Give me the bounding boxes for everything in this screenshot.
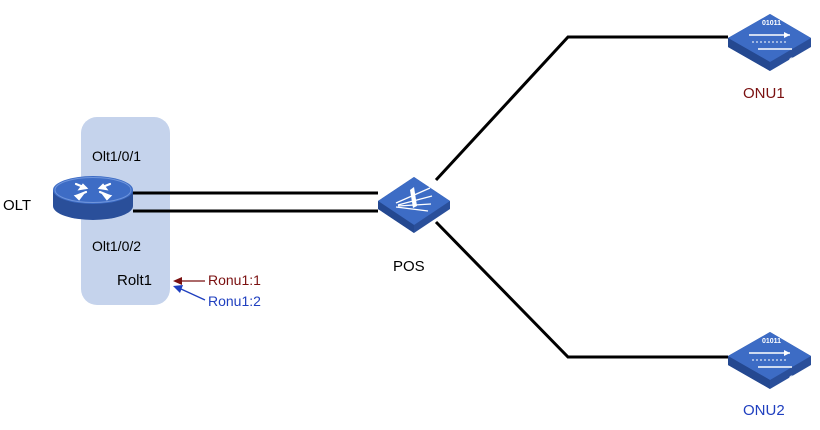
pos-label: POS <box>393 258 425 275</box>
ronu1-2-label: Ronu1:2 <box>208 293 261 309</box>
onu2-icon: 01011 ONU <box>728 332 811 389</box>
onu1-icon: 01011 ONU <box>728 14 811 71</box>
onu1-badge-tag: ONU <box>789 58 803 64</box>
link-pos-to-onu2 <box>434 220 728 359</box>
onu1-badge-text: 01011 <box>762 20 781 27</box>
olt-router-icon <box>53 176 133 220</box>
link-pos-to-onu1 <box>434 35 728 182</box>
ronu1-1-label: Ronu1:1 <box>208 272 261 288</box>
onu2-badge-text: 01011 <box>762 338 781 345</box>
pos-splitter-icon <box>378 177 450 233</box>
onu1-label: ONU1 <box>743 85 785 102</box>
onu2-badge-tag: ONU <box>789 376 803 382</box>
olt-label: OLT <box>3 197 32 214</box>
arrow-ronu1-1 <box>173 277 205 285</box>
rolt1-label: Rolt1 <box>117 272 153 289</box>
onu2-label: ONU2 <box>743 402 785 419</box>
arrow-ronu1-2 <box>173 285 206 301</box>
port-olt1-0-1-label: Olt1/0/1 <box>92 148 142 164</box>
port-olt1-0-2-label: Olt1/0/2 <box>92 238 142 254</box>
